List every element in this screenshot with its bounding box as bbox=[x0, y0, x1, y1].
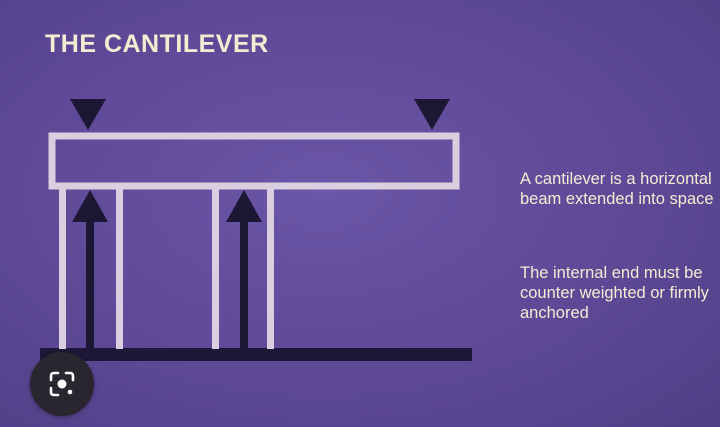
right-post bbox=[212, 186, 274, 349]
cantilever-definition: A cantilever is a horizontal beam extend… bbox=[520, 170, 714, 208]
anchoring-note: The internal end must be counter weighte… bbox=[520, 264, 709, 322]
left-post bbox=[59, 186, 123, 349]
camera-lens-icon bbox=[49, 371, 75, 397]
down-triangle-icon bbox=[414, 99, 450, 130]
down-triangle-icon bbox=[70, 99, 106, 130]
cantilever-beam bbox=[48, 132, 460, 190]
ground-base bbox=[40, 348, 472, 361]
lens-button[interactable] bbox=[30, 352, 94, 416]
up-arrow-icon bbox=[226, 190, 262, 349]
up-arrow-icon bbox=[72, 190, 108, 349]
slide-title: THE CANTILEVER bbox=[45, 30, 269, 58]
